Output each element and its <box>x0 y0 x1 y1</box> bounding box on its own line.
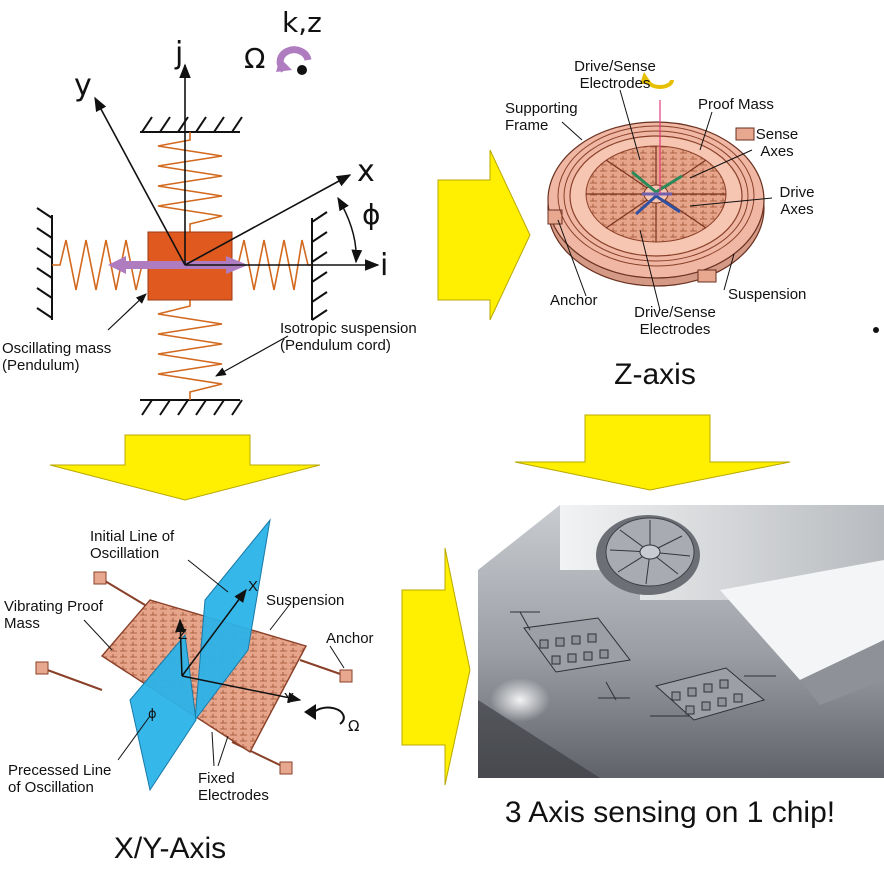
leader-drive-axes <box>689 197 773 207</box>
leader-anchor <box>557 219 587 297</box>
chip-xy-device-b <box>650 667 776 721</box>
axis-j-label: j <box>175 36 184 71</box>
leader-vibrating-mass <box>83 619 113 651</box>
ground-hatch-bottom <box>140 399 243 416</box>
xy-rotation-icon <box>311 706 345 725</box>
precessed-oscillation-plane <box>129 633 197 792</box>
axis-y-label: y <box>74 68 92 103</box>
leader-xy-suspension <box>269 603 291 631</box>
angle-phi-label: ϕ <box>362 198 381 231</box>
anchor-pad <box>279 761 293 775</box>
xy-axis-y-label: Y <box>284 690 295 707</box>
bullet-dot <box>873 327 879 333</box>
xy-axis-caption: X/Y-Axis <box>113 832 227 865</box>
xy-omega-label: Ω <box>348 717 360 735</box>
axis-i-label: i <box>380 248 389 283</box>
flow-arrow-right-bottom <box>401 547 471 786</box>
three-axis-chip <box>478 505 884 778</box>
leader-initial-line <box>187 559 229 593</box>
z-axis-caption: Z-axis <box>614 358 696 391</box>
leader-drive-sense-top <box>619 89 641 161</box>
pointer-oscillating-mass <box>107 293 147 331</box>
pendulum-model <box>36 46 380 416</box>
spring-left <box>52 239 148 291</box>
z-suspension-label: Suspension <box>728 286 807 303</box>
leader-suspension <box>723 253 735 291</box>
leader-precessed-line <box>117 715 151 761</box>
anchor-pad <box>35 661 49 675</box>
leader-proof-mass <box>699 111 713 151</box>
proof-mass-label: Proof Mass <box>698 96 774 113</box>
xy-anchor-label: Anchor <box>326 630 374 647</box>
flow-arrows <box>49 149 791 786</box>
axis-y-line <box>94 96 186 266</box>
omega-label: Ω <box>244 42 266 75</box>
xy-axis-gyro <box>35 518 353 792</box>
xy-angle-label: ϕ <box>148 707 157 722</box>
oscillation-arrow <box>108 256 248 274</box>
axis-x-line <box>184 174 352 266</box>
oscillating-mass-label: Oscillating mass(Pendulum) <box>2 340 112 374</box>
leader-sense-axes <box>689 149 753 179</box>
spring-right <box>232 239 312 291</box>
anchor-pad <box>339 669 353 683</box>
ground-hatch-top <box>140 116 243 133</box>
flow-arrow-down-left <box>49 434 321 501</box>
leader-fixed-electrodes <box>211 731 215 767</box>
spring-bottom <box>157 300 223 400</box>
flow-arrow-right-top <box>437 149 531 321</box>
spring-top <box>157 132 223 232</box>
chip-xy-device-a <box>510 611 631 701</box>
rotation-axis-label: k,z <box>282 6 322 39</box>
z-axis-gyro <box>547 72 773 311</box>
flow-arrow-down-right <box>514 414 791 491</box>
pointer-suspension <box>215 335 289 377</box>
leader-xy-anchor <box>329 645 345 669</box>
chip-caption: 3 Axis sensing on 1 chip! <box>504 796 836 829</box>
axis-x-label: x <box>357 154 375 189</box>
anchor-pad <box>93 571 107 585</box>
ground-hatch-right <box>311 211 328 321</box>
isotropic-suspension-label: Isotropic suspension(Pendulum cord) <box>280 320 417 354</box>
leader-supporting-frame <box>561 121 583 141</box>
xy-suspension-label: Suspension <box>266 592 345 609</box>
angle-arc <box>337 196 363 264</box>
ground-hatch-left <box>36 207 53 320</box>
xy-axis-z-label: Z <box>178 626 188 643</box>
k-axis-dot-icon <box>297 65 307 75</box>
xy-axis-x-label: X <box>248 578 259 595</box>
z-anchor-label: Anchor <box>550 292 598 309</box>
leader-drive-sense-bottom <box>639 229 661 311</box>
